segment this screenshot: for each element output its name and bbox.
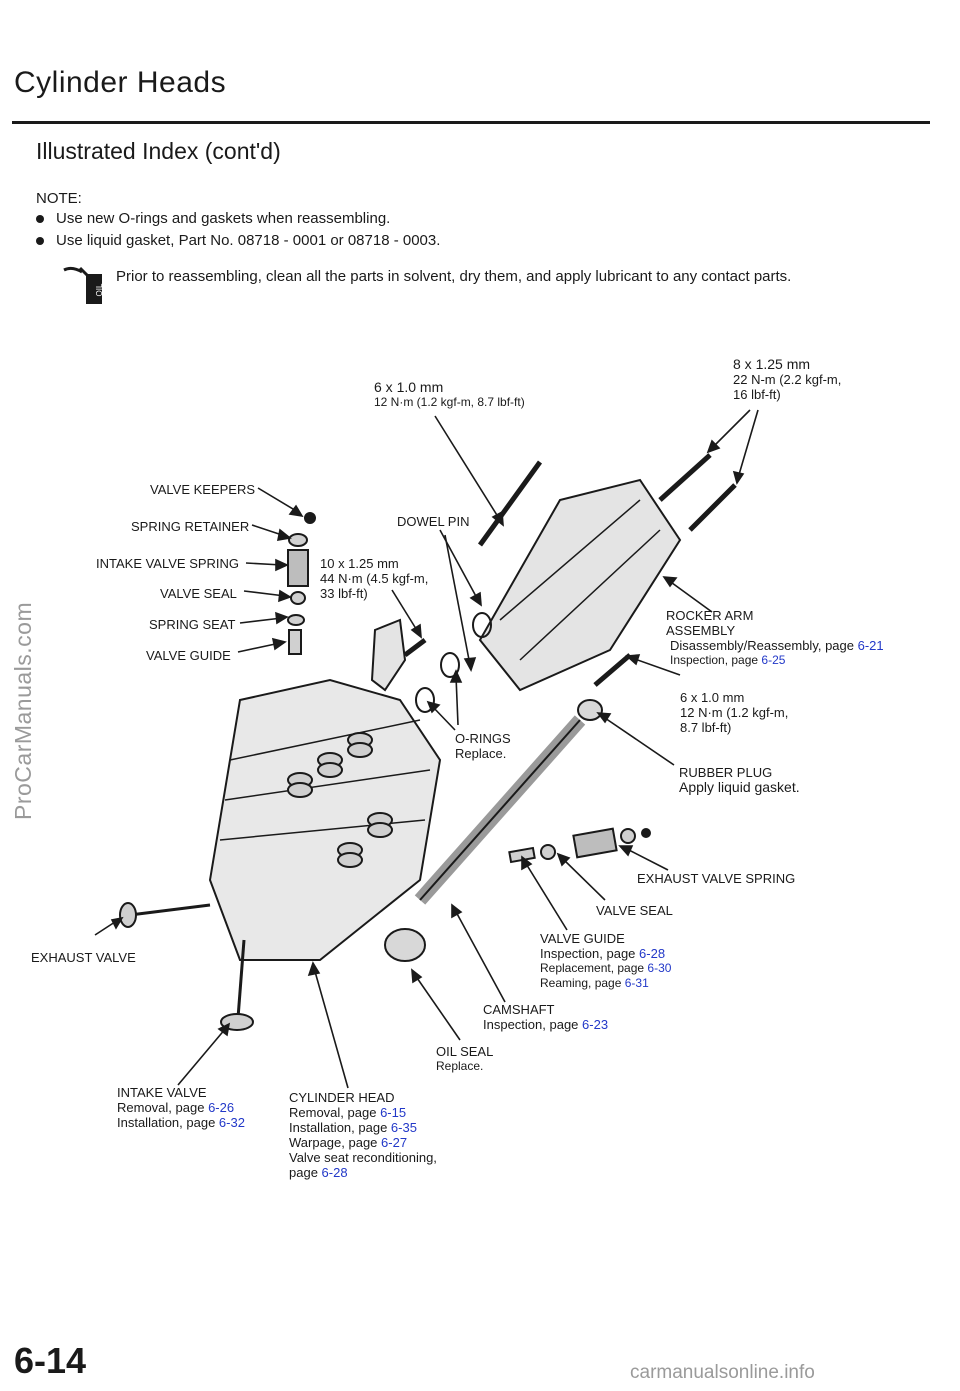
label-rocker-arm-assembly: ROCKER ARM ASSEMBLY Disassembly/Reassemb… [666,608,884,667]
page-ref-link[interactable]: 6-25 [761,653,786,667]
valve-seal-right-part [540,844,556,860]
note-item: Use liquid gasket, Part No. 08718 - 0001… [36,230,440,252]
label-valve-seal-right: VALVE SEAL [596,903,673,918]
page-ref-link[interactable]: 6-15 [380,1105,407,1120]
oil-icon-text: OIL [95,283,104,296]
side-watermark: ProCarManuals.com [10,601,36,820]
label-valve-guide-right: VALVE GUIDE Inspection, page 6-28 Replac… [540,931,672,990]
page-ref-link[interactable]: 6-23 [582,1017,609,1032]
page-ref-link[interactable]: 6-30 [647,961,672,975]
page-title: Cylinder Heads [14,66,227,99]
note-item: Use new O-rings and gaskets when reassem… [36,208,440,230]
o-ring-part [415,687,435,713]
label-spring-seat: SPRING SEAT [149,617,236,632]
exhaust-valve-part [129,903,211,917]
label-intake-valve-spring: INTAKE VALVE SPRING [96,556,240,571]
bracket-part [370,618,407,692]
page-ref-link[interactable]: 6-26 [208,1100,235,1115]
bolt-part [477,460,543,547]
bolt-part [593,653,632,687]
valve-seal-part [290,591,306,605]
exhaust-spring-part [572,827,618,859]
label-bolt-8x125: 8 x 1.25 mm 22 N-m (2.2 kgf-m, 16 lbf-ft… [733,356,842,403]
valve-keepers-part [304,512,316,524]
page-ref-link[interactable]: 6-28 [321,1165,348,1180]
label-dowel-pin: DOWEL PIN [397,514,470,529]
label-o-rings: O-RINGS Replace. [455,731,511,761]
bolt-part [688,483,737,532]
label-cylinder-head: CYLINDER HEAD Removal, page 6-15 Install… [289,1090,437,1180]
oil-seal-part [384,928,426,962]
page-number: 6-14 [14,1340,87,1381]
label-intake-valve: INTAKE VALVE Removal, page 6-26 Installa… [117,1085,245,1130]
spring-seat-part [287,614,305,626]
page-ref-link[interactable]: 6-35 [390,1120,417,1135]
valve-spring-stack [287,732,393,868]
label-valve-keepers: VALVE KEEPERS [150,482,256,497]
intake-valve-part [236,939,246,1019]
label-exhaust-valve: EXHAUST VALVE [31,950,136,965]
note-list: Use new O-rings and gaskets when reassem… [36,208,440,252]
bolt-part [403,638,427,657]
page-ref-link[interactable]: 6-27 [381,1135,408,1150]
label-valve-guide-left: VALVE GUIDE [146,648,231,663]
page-ref-link[interactable]: 6-21 [857,638,884,653]
title-rule [12,121,930,124]
label-valve-seal-left: VALVE SEAL [160,586,237,601]
label-bolt-10x125: 10 x 1.25 mm 44 N·m (4.5 kgf-m, 33 lbf-f… [320,556,429,601]
o-ring-part [472,612,492,638]
label-exhaust-valve-spring: EXHAUST VALVE SPRING [637,871,796,886]
oil-can-icon: OIL [63,266,104,304]
spring-retainer-part [288,533,308,547]
oil-instruction: Prior to reassembling, clean all the par… [116,268,792,285]
page-ref-link[interactable]: 6-32 [218,1115,245,1130]
page-subtitle: Illustrated Index (cont'd) [36,138,281,164]
o-ring-part [440,652,460,678]
bolt-part [658,453,712,502]
page-ref-link[interactable]: 6-31 [624,976,649,990]
page-ref-link[interactable]: 6-28 [639,946,666,961]
footer-watermark: carmanualsonline.info [630,1362,815,1383]
label-bolt-6x1-top: 6 x 1.0 mm 12 N·m (1.2 kgf-m, 8.7 lbf-ft… [374,379,525,410]
label-rubber-plug: RUBBER PLUG Apply liquid gasket. [679,765,800,795]
label-spring-retainer: SPRING RETAINER [131,519,250,534]
note-label: NOTE: [36,190,82,207]
label-bolt-6x1-right: 6 x 1.0 mm 12 N·m (1.2 kgf-m, 8.7 lbf-ft… [680,690,789,735]
valve-guide-part [288,629,302,655]
cylinder-head-part [208,678,442,961]
intake-spring-part [287,549,309,587]
rocker-arm-part [478,478,682,692]
label-camshaft: CAMSHAFT Inspection, page 6-23 [483,1002,609,1032]
label-oil-seal: OIL SEAL Replace. [436,1044,494,1073]
rubber-plug-part [577,699,603,721]
